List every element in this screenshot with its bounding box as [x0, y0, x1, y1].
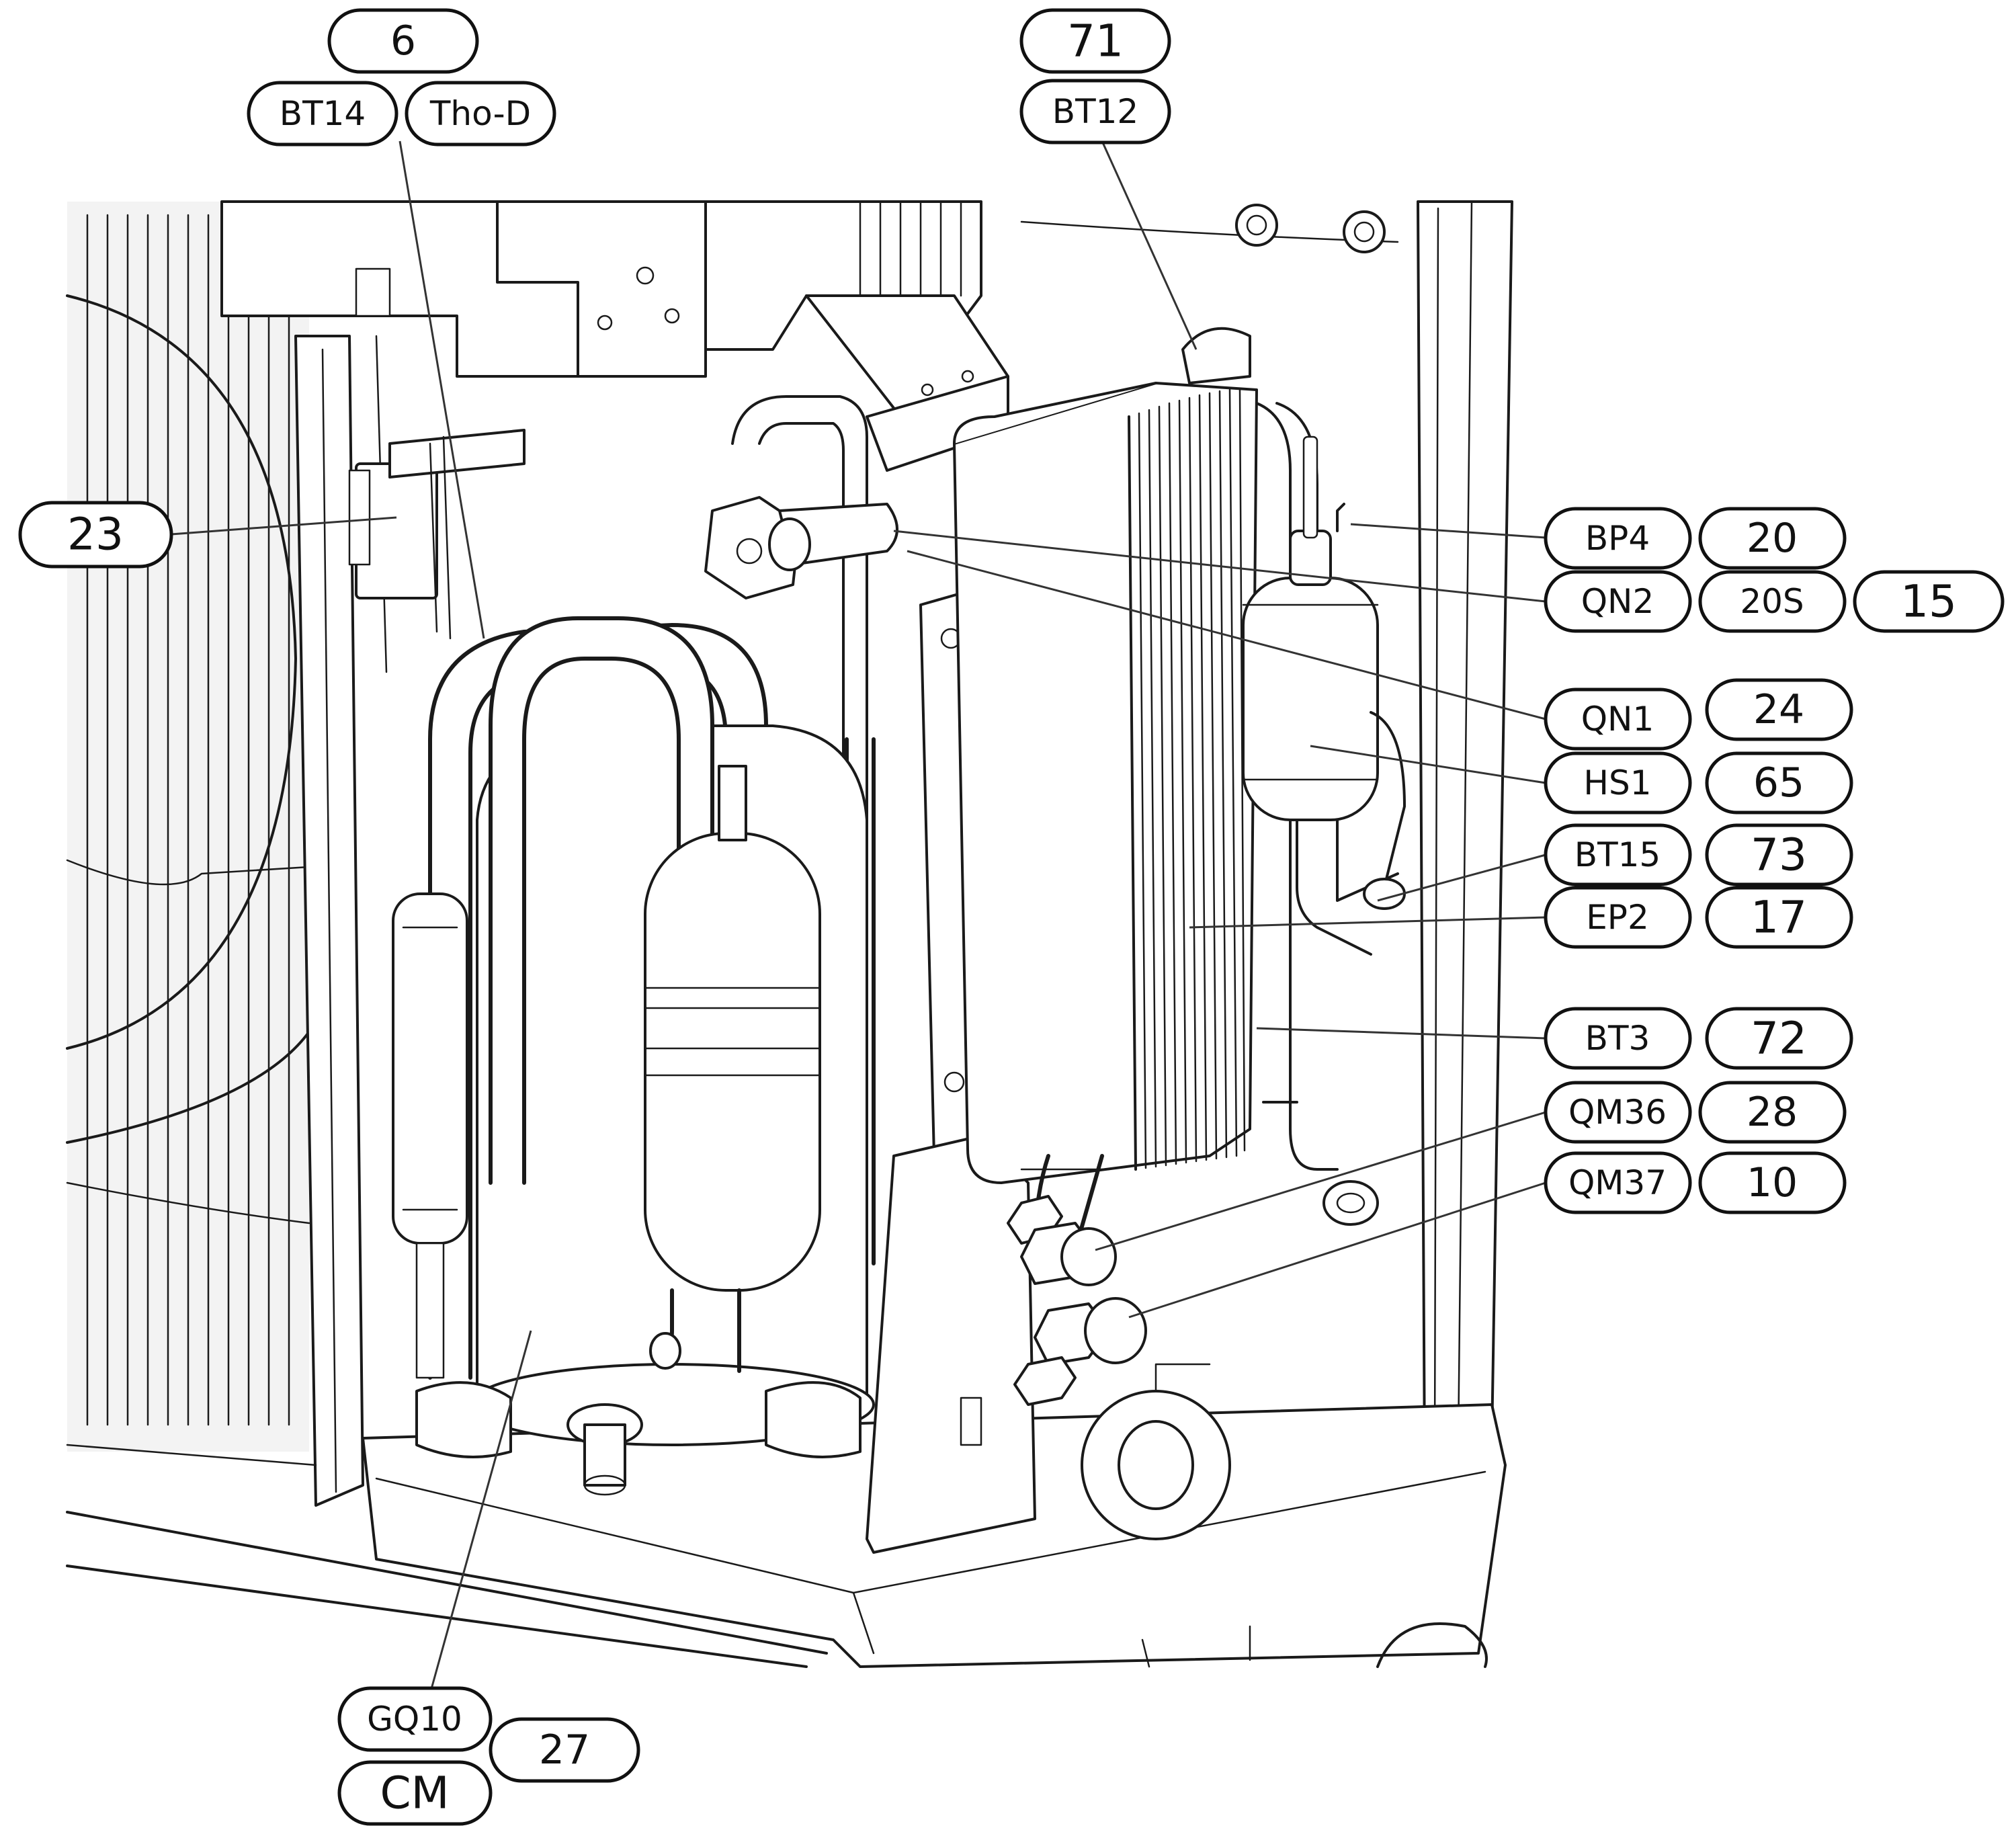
callout-27: 27: [489, 1717, 640, 1783]
callout-bt15-text: BT15: [1574, 835, 1661, 874]
callout-73: 73: [1705, 823, 1853, 886]
callout-thod: Tho-D: [405, 81, 556, 147]
callout-qm36-text: QM36: [1568, 1093, 1667, 1132]
callout-28-text: 28: [1747, 1089, 1798, 1136]
callout-24: 24: [1705, 678, 1853, 741]
callout-bt14-text: BT14: [280, 94, 366, 133]
leader-bt15: [1377, 853, 1546, 902]
callout-23: 23: [18, 501, 173, 569]
callout-65: 65: [1705, 751, 1853, 815]
leader-qm36: [1095, 1111, 1546, 1251]
callout-qm37: QM37: [1544, 1151, 1692, 1214]
callout-28: 28: [1698, 1081, 1847, 1144]
solenoid-23: [348, 429, 526, 640]
callout-thod-text: Tho-D: [429, 94, 531, 133]
callout-hs1: HS1: [1544, 751, 1692, 815]
electrical-control-box: [220, 200, 1386, 472]
leader-bp4: [1350, 523, 1546, 539]
callout-cm-text: CM: [380, 1767, 449, 1819]
callout-15-text: 15: [1900, 576, 1957, 628]
callout-73-text: 73: [1751, 829, 1807, 881]
callout-20s: 20S: [1698, 570, 1847, 633]
callout-27-text: 27: [539, 1726, 590, 1774]
callout-15: 15: [1853, 570, 2005, 633]
callout-20s-text: 20S: [1740, 582, 1804, 621]
leader-qn2: [893, 530, 1546, 603]
callout-cm: CM: [337, 1760, 493, 1826]
callout-ep2-text: EP2: [1586, 898, 1649, 937]
callout-bt12: BT12: [1019, 79, 1171, 144]
leader-bt12: [1101, 140, 1198, 350]
callout-labels: 6 BT14 Tho-D 71 BT12 23 BP4 20: [18, 8, 2005, 1826]
callout-20: 20: [1698, 507, 1847, 570]
callout-6: 6: [327, 8, 479, 74]
callout-6-text: 6: [390, 17, 416, 65]
leader-23: [171, 516, 397, 536]
callout-bt12-text: BT12: [1052, 92, 1138, 131]
leader-hs1: [1310, 745, 1546, 784]
callout-23-text: 23: [67, 509, 124, 560]
leader-qn1: [907, 550, 1546, 720]
callout-ep2: EP2: [1544, 886, 1692, 949]
leader-lines: [171, 140, 1546, 1694]
leader-ep2: [1189, 916, 1546, 929]
callout-qn2: QN2: [1544, 570, 1692, 633]
callout-72-text: 72: [1751, 1013, 1807, 1065]
callout-qm36: QM36: [1544, 1081, 1692, 1144]
callout-bt3-text: BT3: [1585, 1019, 1650, 1058]
front-mounting-bracket: [866, 590, 1036, 1554]
leader-bt14: [398, 140, 485, 639]
leader-qm37: [1128, 1181, 1546, 1319]
callout-bp4: BP4: [1544, 507, 1692, 570]
callout-bt3: BT3: [1544, 1007, 1692, 1070]
callout-72: 72: [1705, 1007, 1853, 1070]
leader-bt3: [1256, 1027, 1546, 1040]
callout-gq10-text: GQ10: [367, 1700, 462, 1739]
callout-qn2-text: QN2: [1581, 582, 1654, 621]
callout-qn1: QN1: [1544, 688, 1692, 751]
callout-65-text: 65: [1753, 759, 1804, 806]
callout-71: 71: [1019, 8, 1171, 74]
callout-hs1-text: HS1: [1583, 763, 1651, 802]
callout-gq10: GQ10: [337, 1686, 493, 1752]
callout-10-text: 10: [1747, 1159, 1798, 1206]
callout-24-text: 24: [1753, 686, 1804, 733]
filter-dryer-hs1: [1242, 435, 1406, 956]
callout-20-text: 20: [1747, 515, 1798, 562]
drain-fitting: [1081, 1180, 1379, 1540]
callout-qm37-text: QM37: [1568, 1163, 1667, 1202]
callout-bt15: BT15: [1544, 823, 1692, 886]
callout-bp4-text: BP4: [1585, 519, 1650, 558]
callout-17: 17: [1705, 886, 1853, 949]
accumulator-tank: [644, 765, 821, 1373]
callout-10: 10: [1698, 1151, 1847, 1214]
leader-gq10: [429, 1330, 532, 1694]
fan-housing: [66, 202, 317, 1452]
service-valves: [1007, 1154, 1147, 1406]
callout-qn1-text: QN1: [1581, 700, 1654, 739]
left-receiver-tank: [392, 892, 468, 1379]
callout-71-text: 71: [1067, 15, 1124, 67]
callout-bt14: BT14: [247, 81, 398, 147]
callout-17-text: 17: [1751, 892, 1807, 944]
